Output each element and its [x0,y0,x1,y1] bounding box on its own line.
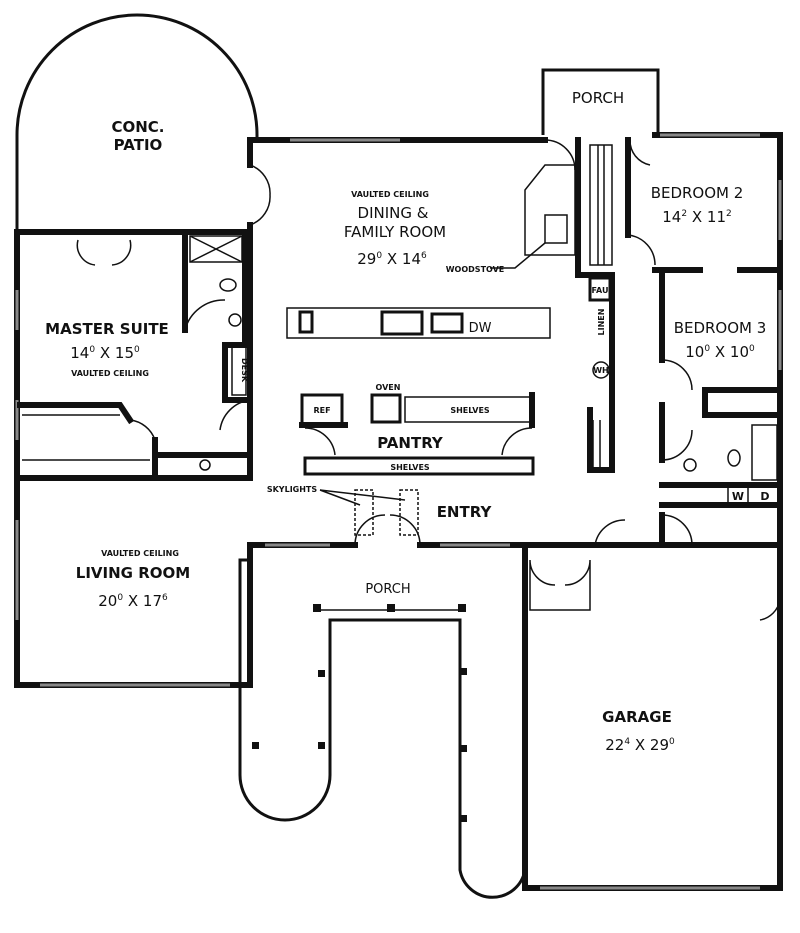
front-porch-label: PORCH [365,582,410,597]
interior-walls [17,137,783,548]
sink-icon [228,313,242,327]
sink-icon [683,458,697,472]
rear-porch-label: PORCH [572,89,624,107]
dishwasher-label: DW [469,321,492,336]
exterior-walls [14,132,783,891]
woodstove-label: WOODSTOVE [446,265,505,274]
skylights-label: SKYLIGHTS [267,485,318,494]
garage-dimensions: 224 X 290 [605,736,675,754]
washer-label: W [732,490,744,503]
wh-label: WH [593,366,609,375]
water-heater-icon [199,459,211,471]
bedroom3-label: BEDROOM 3 [674,319,767,337]
pantry: REF OVEN SHELVES SHELVES PANTRY [299,383,535,476]
master-bath: DESK [22,235,249,471]
living-room-label: LIVING ROOM [76,564,190,582]
double-sink-icon [430,312,464,334]
front-porch [238,558,527,899]
water-heater-icon [592,361,610,379]
windows [15,133,782,890]
woodstove: WOODSTOVE [446,164,576,274]
kitchen-island: DW [286,307,551,339]
desk-label: DESK [240,358,249,383]
master-dimensions: 140 X 150 [70,344,140,362]
bath-laundry: W D [683,424,778,506]
toilet-icon [219,278,237,292]
garage-label: GARAGE [602,708,672,726]
patio-label-2: PATIO [114,136,163,154]
master-suite-label: MASTER SUITE [45,320,169,338]
doors [76,139,781,621]
bedroom2-dimensions: 142 X 112 [662,208,732,226]
patio-label-1: CONC. [111,118,164,136]
pantry-label: PANTRY [377,434,444,452]
dryer-label: D [760,490,769,503]
patio-arc [15,13,259,232]
fau-label: FAU [592,286,609,295]
shelves-top-label: SHELVES [450,406,490,415]
hall-closets: FAU LINEN WH [588,144,613,468]
master-note: VAULTED CEILING [71,369,149,378]
bedroom3-dimensions: 100 X 100 [685,343,755,361]
linen-label: LINEN [597,309,606,336]
living-note: VAULTED CEILING [101,549,179,558]
skylights: SKYLIGHTS [267,485,419,536]
ref-label: REF [313,406,330,415]
dining-dimensions: 290 X 146 [357,250,427,268]
sink-icon [298,310,314,334]
oven-label: OVEN [376,383,401,392]
toilet-icon [727,449,741,467]
entry-label: ENTRY [437,503,493,521]
dining-label-2: FAMILY ROOM [344,223,446,241]
shelves-bottom-label: SHELVES [390,463,430,472]
bedroom2-label: BEDROOM 2 [651,184,744,202]
living-dimensions: 200 X 176 [98,592,168,610]
dining-note: VAULTED CEILING [351,190,429,199]
desk [231,344,247,396]
dining-label-1: DINING & [358,204,429,222]
cooktop-icon [380,310,424,336]
rear-porch-outline [541,68,660,135]
